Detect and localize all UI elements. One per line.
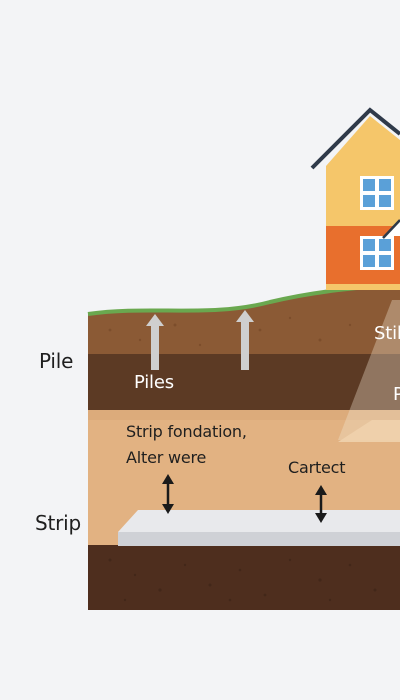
pile-arrow-1 [146,314,164,370]
label-strip-foundation-line1: Strip fondation, [126,422,247,441]
label-strip-foundation-line2: Alter were [126,448,207,467]
beam-base [338,420,400,442]
label-piles: Piles [134,372,174,393]
pile-arrow-2 [236,310,254,370]
sand-layer-shade [88,408,400,420]
label-pile: Pile [39,349,74,373]
bedrock-texture [108,558,377,602]
label-p-clipped: P [393,384,400,405]
double-arrow-left [162,474,174,514]
double-arrow-right [315,485,327,523]
strip-slab-top [118,510,400,532]
house-base [326,284,400,290]
house [310,107,400,290]
upper-window [360,176,394,210]
label-cartect: Cartect [288,458,346,477]
label-stil-clipped: Stil [374,323,400,344]
light-beam [338,300,400,440]
lower-window [360,236,394,270]
topsoil-texture [108,316,382,347]
label-strip: Strip [35,511,82,535]
strip-slab-front [118,532,400,546]
bedrock-layer [88,543,400,610]
house-roof [310,107,400,170]
side-gable-roof [382,219,400,239]
